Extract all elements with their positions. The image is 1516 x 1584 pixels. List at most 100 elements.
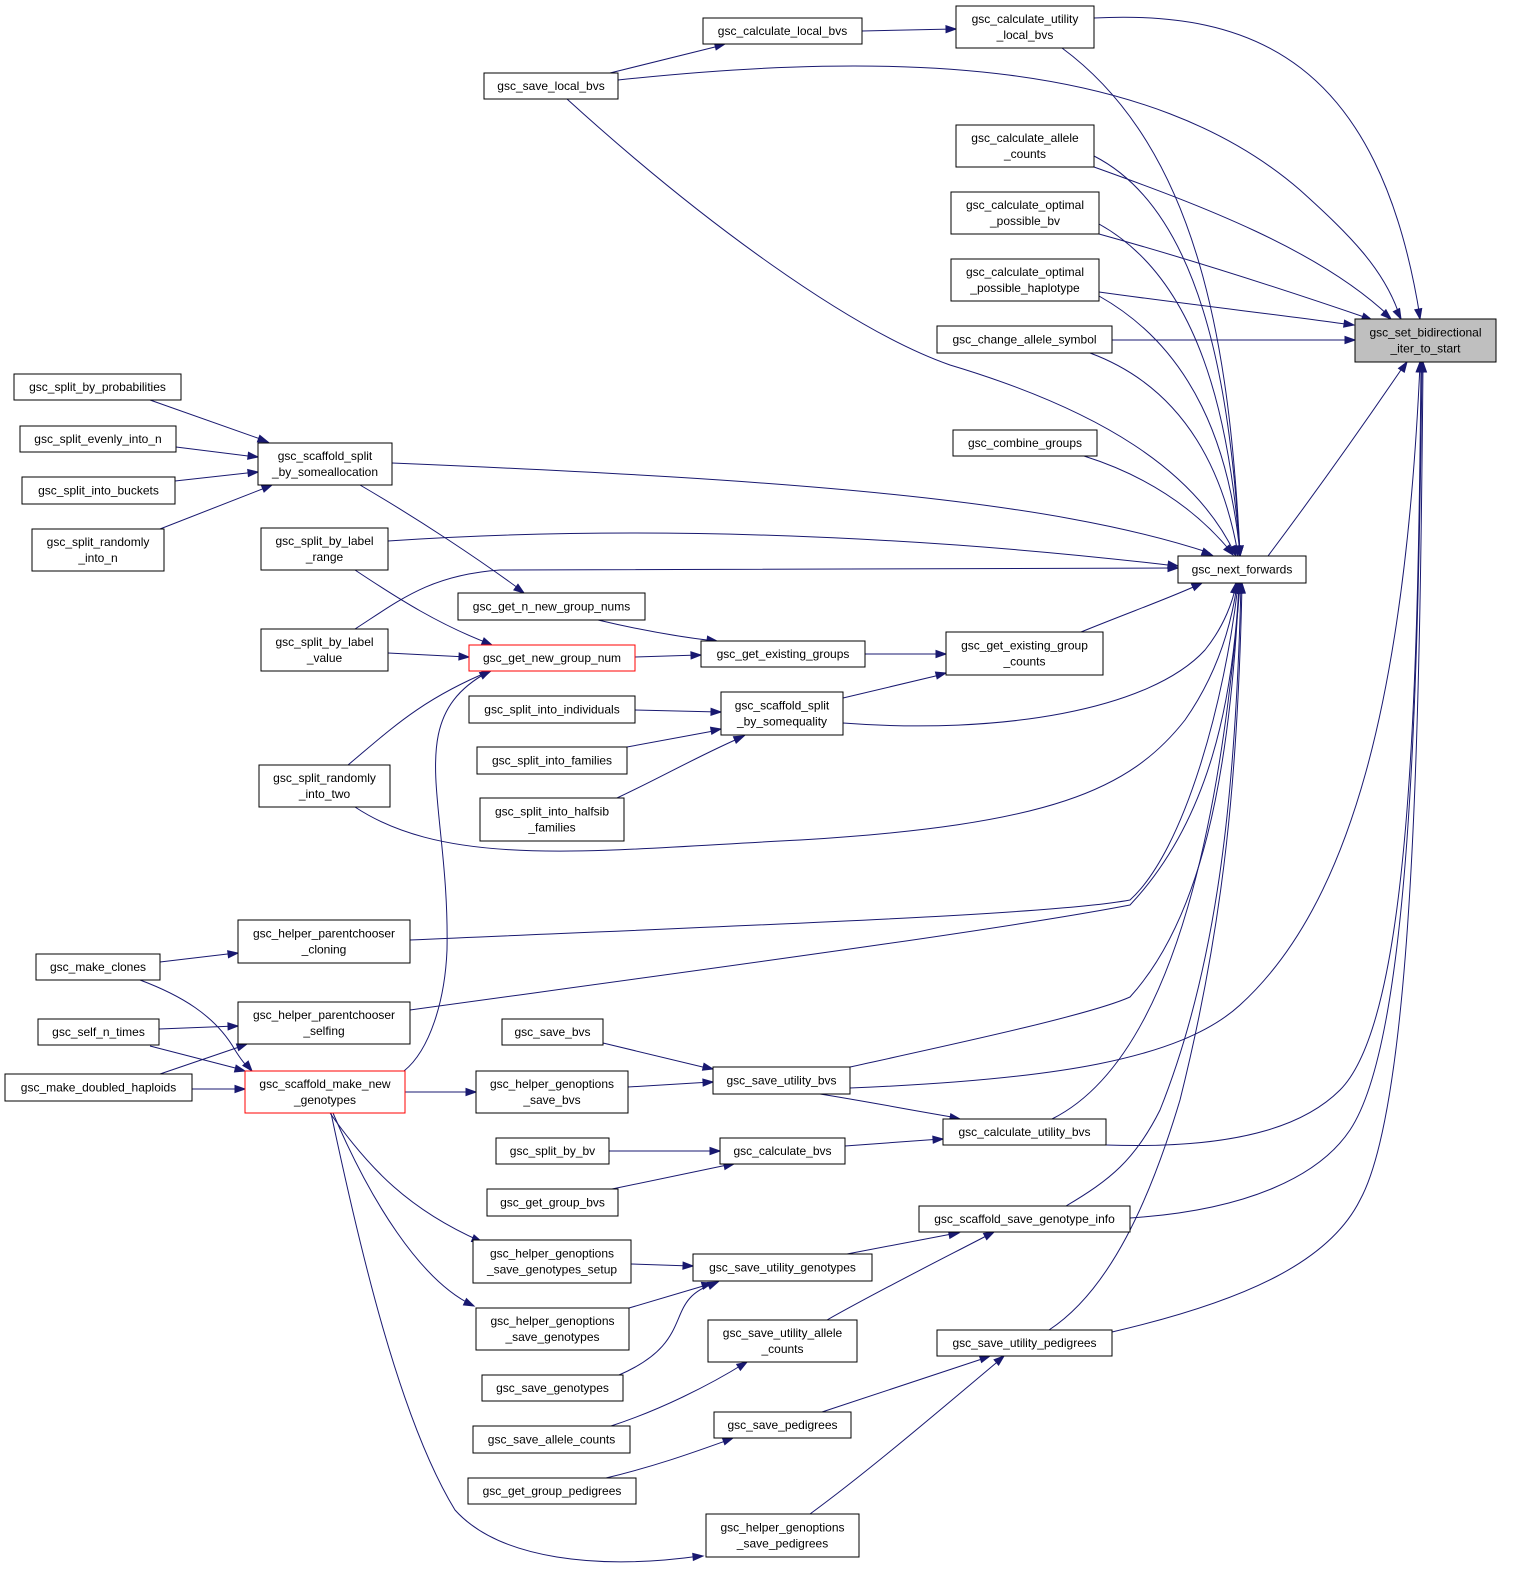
node-split-individuals[interactable]: gsc_split_into_individuals: [468, 695, 636, 724]
node-label: _save_genotypes_setup: [486, 1263, 617, 1277]
edge-get_group_bvs-to-calc_bvs: [611, 1162, 736, 1190]
node-save-bvs[interactable]: gsc_save_bvs: [501, 1018, 604, 1046]
node-box: [467, 1477, 637, 1505]
node-calc-local[interactable]: gsc_calculate_local_bvs: [702, 17, 863, 45]
node-save-util-allele[interactable]: gsc_save_utility_allele_counts: [707, 1319, 858, 1363]
node-split-evenly[interactable]: gsc_split_evenly_into_n: [19, 425, 177, 453]
node-label: gsc_save_utility_allele: [723, 1326, 843, 1340]
node-calc-opt-bv[interactable]: gsc_calculate_optimal_possible_bv: [950, 191, 1100, 235]
arrowhead: [1380, 308, 1393, 321]
arrowhead: [1237, 581, 1247, 594]
node-get-existing-counts[interactable]: gsc_get_existing_group_counts: [945, 631, 1104, 676]
node-split-prob[interactable]: gsc_split_by_probabilities: [13, 373, 182, 401]
arrowhead: [233, 1064, 247, 1073]
node-split-buckets[interactable]: gsc_split_into_buckets: [21, 476, 176, 505]
node-split-rand-n[interactable]: gsc_split_randomly_into_n: [31, 528, 165, 572]
node-scaffold-alloc[interactable]: gsc_scaffold_split_by_someallocation: [257, 442, 393, 486]
node-label: gsc_helper_genoptions: [490, 1314, 614, 1328]
node-calc-allele[interactable]: gsc_calculate_allele _counts: [955, 124, 1095, 168]
node-combine[interactable]: gsc_combine_groups: [952, 429, 1098, 457]
node-label: gsc_calculate_allele: [971, 131, 1079, 145]
node-get-group-bvs[interactable]: gsc_get_group_bvs: [486, 1188, 619, 1217]
node-get-existing[interactable]: gsc_get_existing_groups: [700, 640, 866, 668]
edge-line: [1093, 16, 1421, 318]
node-change-allele[interactable]: gsc_change_allele_symbol: [936, 325, 1113, 354]
node-split-rand-two[interactable]: gsc_split_randomly_into_two: [258, 764, 391, 808]
edge-line: [1111, 363, 1424, 1333]
node-save-geno[interactable]: gsc_save_genotypes: [481, 1374, 624, 1402]
edge-line: [1051, 584, 1241, 1120]
node-label: gsc_scaffold_make_new: [259, 1077, 391, 1091]
node-box: [486, 1188, 619, 1217]
arrowhead: [993, 1355, 1006, 1366]
node-box: [712, 1066, 851, 1095]
node-split-families[interactable]: gsc_split_into_families: [476, 746, 628, 775]
node-calc-bvs[interactable]: gsc_calculate_bvs: [719, 1137, 846, 1165]
arrowhead: [462, 1297, 476, 1307]
node-split-label-range[interactable]: gsc_split_by_label_range: [260, 527, 389, 571]
node-get-new-group[interactable]: gsc_get_new_group_num: [468, 644, 636, 672]
arrowhead: [932, 1135, 945, 1144]
node-box: [35, 953, 161, 981]
node-next-forwards[interactable]: gsc_next_forwards: [1177, 555, 1307, 584]
arrowhead: [1418, 360, 1428, 373]
node-save-util-ped[interactable]: gsc_save_utility_pedigrees: [936, 1329, 1113, 1357]
node-split-halfsib[interactable]: gsc_split_into_halfsib_families: [479, 797, 625, 842]
node-helper-selfing[interactable]: gsc_helper_parentchooser_selfing: [237, 1001, 411, 1045]
edge-line: [826, 1232, 993, 1321]
node-split-label-value[interactable]: gsc_split_by_label_value: [260, 628, 389, 672]
node-save-util-geno[interactable]: gsc_save_utility_genotypes: [692, 1253, 873, 1282]
edge-line: [821, 1356, 989, 1413]
node-target[interactable]: gsc_set_bidirectional_iter_to_start: [1354, 318, 1497, 363]
node-save-ped[interactable]: gsc_save_pedigrees: [713, 1411, 852, 1439]
node-save-local[interactable]: gsc_save_local_bvs: [483, 72, 619, 100]
edge-line: [626, 729, 720, 748]
node-scaffold-save-info[interactable]: gsc_scaffold_save_genotype_info: [918, 1205, 1131, 1233]
node-calc-util-local[interactable]: gsc_calculate_utility_local_bvs: [955, 5, 1095, 49]
node-helper-geno-setup[interactable]: gsc_helper_genoptions_save_genotypes_set…: [472, 1239, 632, 1284]
node-make-clones[interactable]: gsc_make_clones: [35, 953, 161, 981]
edge-line: [849, 584, 1240, 1068]
node-scaffold-quality[interactable]: gsc_scaffold_split_by_somequality: [720, 691, 844, 736]
node-get-group-ped[interactable]: gsc_get_group_pedigrees: [467, 1477, 637, 1505]
node-box: [936, 1329, 1113, 1357]
edge-calc_bvs-to-calc_util_bvs: [844, 1135, 945, 1147]
node-label: gsc_save_utility_bvs: [726, 1074, 836, 1088]
node-helper-save-bvs[interactable]: gsc_helper_genoptions_save_bvs: [475, 1070, 629, 1114]
edge-split_by_bv-to-calc_bvs: [609, 1146, 722, 1156]
node-label: gsc_get_group_pedigrees: [483, 1484, 622, 1498]
edge-calc_util_local-to-target: [1093, 16, 1423, 321]
node-box: [495, 1137, 610, 1165]
node-calc-util-bvs[interactable]: gsc_calculate_utility_bvs: [942, 1118, 1107, 1146]
node-save-util-bvs[interactable]: gsc_save_utility_bvs: [712, 1066, 851, 1095]
arrowhead: [256, 434, 270, 443]
node-box: [475, 1070, 629, 1114]
node-label: _counts: [1003, 147, 1046, 161]
node-split-by-bv[interactable]: gsc_split_by_bv: [495, 1137, 610, 1165]
node-label: gsc_calculate_utility: [972, 12, 1079, 26]
node-label: _into_n: [77, 551, 117, 565]
arrowhead: [1414, 307, 1423, 321]
node-helper-save-ped[interactable]: gsc_helper_genoptions_save_pedigrees: [705, 1513, 860, 1558]
node-helper-cloning[interactable]: gsc_helper_parentchooser_cloning: [237, 919, 411, 964]
node-self-n[interactable]: gsc_self_n_times: [37, 1018, 160, 1046]
edge-line: [597, 619, 716, 642]
edge-split_evenly-to-scaffold_alloc: [175, 446, 260, 460]
node-doubled[interactable]: gsc_make_doubled_haploids: [4, 1073, 193, 1102]
node-scaffold-make[interactable]: gsc_scaffold_make_new _genotypes: [244, 1070, 406, 1114]
node-get-n-new[interactable]: gsc_get_n_new_group_nums: [457, 592, 646, 621]
edge-line: [354, 584, 1238, 852]
node-box: [955, 5, 1095, 49]
edge-calc_util_bvs-to-target: [1105, 360, 1426, 1147]
edge-line: [387, 532, 1177, 567]
node-save-allele[interactable]: gsc_save_allele_counts: [472, 1425, 631, 1454]
edge-combine-to-next_forwards: [1083, 455, 1234, 557]
node-helper-save-geno[interactable]: gsc_helper_genoptions_save_genotypes: [475, 1307, 630, 1351]
edge-save_local-to-next_forwards: [566, 98, 1237, 558]
edge-get_n_new-to-get_existing: [597, 619, 719, 644]
edge-change_allele-to-target: [1112, 335, 1357, 345]
node-label: _genotypes: [293, 1093, 356, 1107]
node-calc-opt-hap[interactable]: gsc_calculate_optimal_possible_haplotype: [950, 258, 1100, 302]
edge-line: [1061, 47, 1241, 555]
